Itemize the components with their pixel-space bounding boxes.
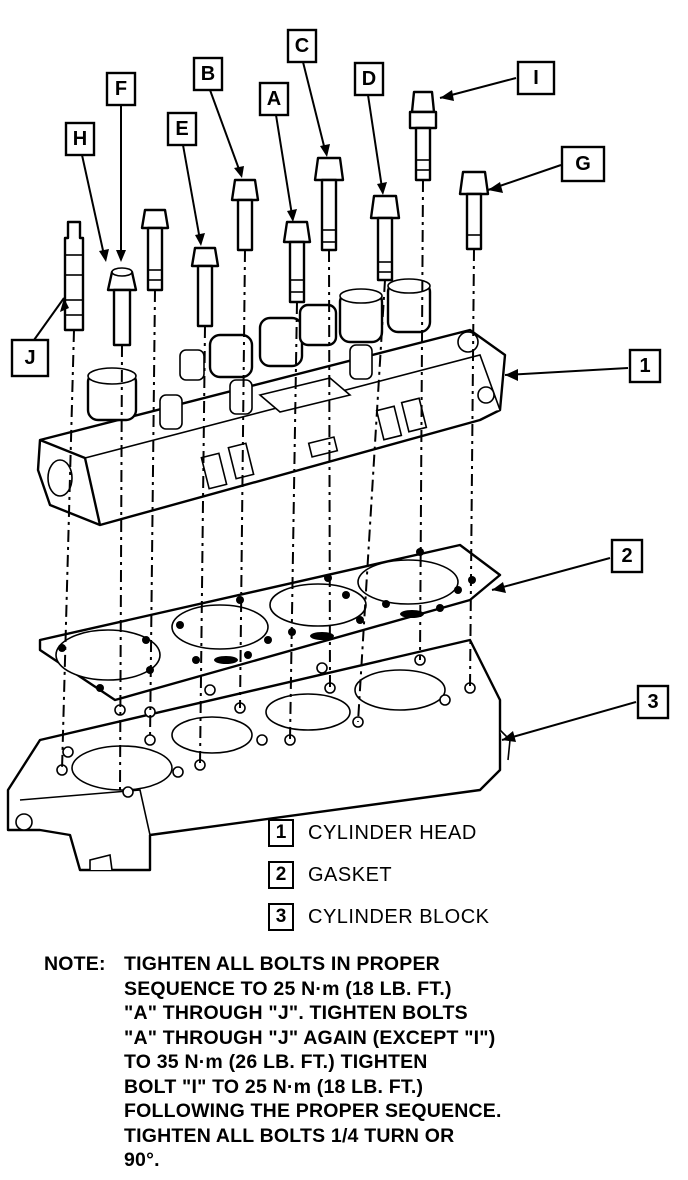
callout-C: C [286, 28, 318, 64]
note-line: TO 35 N·m (26 LB. FT.) TIGHTEN [124, 1051, 428, 1073]
bolt-C [313, 156, 345, 252]
callout-E: E [166, 111, 198, 147]
callout-label: B [201, 63, 215, 85]
bolt-G [458, 170, 490, 251]
bolt-I [408, 90, 438, 182]
callout-1: 1 [628, 348, 662, 384]
callout-label: H [73, 128, 87, 150]
note-line: 90°. [124, 1149, 160, 1171]
note-text: TIGHTEN ALL BOLTS IN PROPER SEQUENCE TO … [124, 952, 644, 1173]
legend-number: 3 [268, 903, 294, 931]
legend-item-cylinder-block: 3 CYLINDER BLOCK [268, 896, 490, 938]
callout-D: D [353, 61, 385, 97]
callout-label: E [175, 118, 188, 140]
callout-label: G [575, 153, 591, 175]
bolt-A [282, 220, 312, 304]
legend-number: 2 [268, 861, 294, 889]
legend-number: 1 [268, 819, 294, 847]
parts-legend: 1 CYLINDER HEAD 2 GASKET 3 CYLINDER BLOC… [268, 812, 490, 938]
callout-label: D [362, 68, 376, 90]
bolt-H [106, 267, 138, 347]
bolt-F [140, 208, 170, 292]
callout-I: I [516, 60, 556, 96]
callout-label: A [267, 88, 281, 110]
note-line: TIGHTEN ALL BOLTS IN PROPER [124, 953, 440, 975]
callout-label: F [115, 78, 127, 100]
bolt-B [230, 178, 260, 252]
legend-label: CYLINDER HEAD [308, 821, 477, 844]
bolt-D [369, 194, 401, 282]
note-line: TIGHTEN ALL BOLTS 1/4 TURN OR [124, 1124, 455, 1147]
legend-label: GASKET [308, 863, 393, 886]
legend-label: CYLINDER BLOCK [308, 905, 490, 928]
callout-A: A [258, 81, 290, 117]
note-line: "A" THROUGH "J" AGAIN (EXCEPT "I") [124, 1026, 496, 1049]
cylinder-head [36, 278, 507, 527]
bolt-J [63, 220, 85, 332]
callout-label: J [24, 347, 35, 369]
callout-3: 3 [636, 684, 670, 720]
callout-2: 2 [610, 538, 644, 574]
note-line: "A" THROUGH "J". TIGHTEN BOLTS [124, 1002, 468, 1024]
callout-F: F [105, 71, 137, 107]
callout-label: 2 [621, 545, 632, 567]
note-label: NOTE: [44, 953, 106, 975]
callout-label: 3 [647, 691, 658, 713]
callout-label: I [533, 67, 539, 89]
callout-G: G [560, 145, 606, 183]
callout-label: C [295, 35, 309, 57]
note-line: BOLT "I" TO 25 N·m (18 LB. FT.) [124, 1075, 424, 1098]
legend-item-gasket: 2 GASKET [268, 854, 490, 896]
legend-item-cylinder-head: 1 CYLINDER HEAD [268, 812, 490, 854]
head-gasket [38, 543, 502, 702]
leader-lines [33, 61, 637, 742]
alignment-lines [61, 179, 475, 793]
note-line: FOLLOWING THE PROPER SEQUENCE. [124, 1100, 502, 1122]
callout-J: J [10, 338, 50, 378]
callout-H: H [64, 121, 96, 157]
bolt-E [190, 246, 220, 328]
callout-label: 1 [639, 355, 650, 377]
callout-B: B [192, 56, 224, 92]
cylinder-block [6, 638, 511, 872]
note-line: SEQUENCE TO 25 N·m (18 LB. FT.) [124, 977, 452, 1000]
